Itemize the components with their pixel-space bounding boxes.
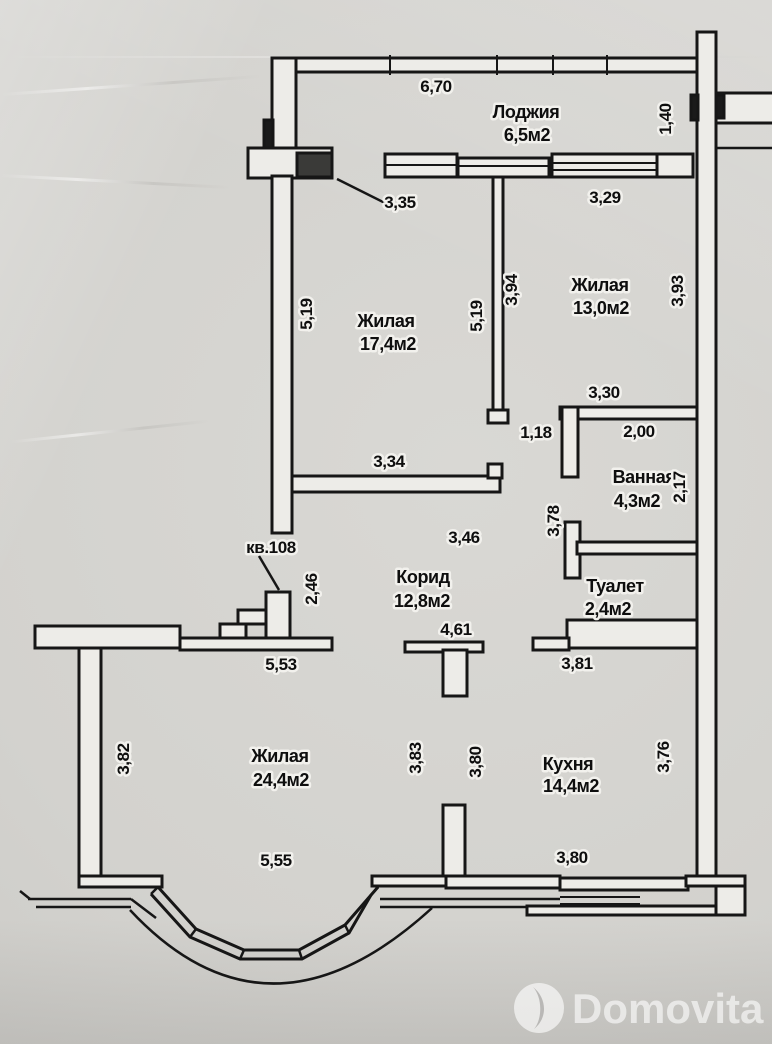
dim-entry-246: 2,46 <box>302 573 321 605</box>
dim-loggia-depth: 1,40 <box>656 103 675 135</box>
room-living2-name: Жилая <box>570 275 628 295</box>
dim-living3-left: 3,82 <box>114 743 133 775</box>
walls <box>33 30 772 917</box>
room-kitchen-name: Кухня <box>543 754 594 774</box>
domovita-logo-icon <box>514 983 564 1033</box>
room-living3-name: Жилая <box>250 746 308 766</box>
dim-wc-left: 3,78 <box>544 505 563 537</box>
apartment-number: кв.108 <box>246 538 296 557</box>
dim-wall-334: 3,34 <box>373 452 405 471</box>
dim-living3-top: 5,53 <box>265 655 297 674</box>
dim-living3-bottom: 5,55 <box>260 851 292 870</box>
dim-kitchen-bottom: 3,80 <box>556 848 588 867</box>
dim-living1-right: 5,19 <box>467 300 486 332</box>
room-corridor-area: 12,8м2 <box>394 591 450 611</box>
dim-living1-top: 3,35 <box>384 193 416 212</box>
dim-bath-offset: 3,30 <box>588 383 620 402</box>
dim-kitchen-right: 3,76 <box>654 741 673 773</box>
dim-corridor-346: 3,46 <box>448 528 480 547</box>
room-living3-area: 24,4м2 <box>253 770 309 790</box>
room-corridor-name: Корид <box>396 567 450 587</box>
dim-living2-left: 3,94 <box>502 273 521 305</box>
dim-living3-right: 3,83 <box>406 742 425 774</box>
room-bath-name: Ванная <box>613 467 676 487</box>
room-bath-area: 4,3м2 <box>614 491 661 511</box>
room-loggia-area: 6,5м2 <box>504 125 551 145</box>
room-living1-name: Жилая <box>356 311 414 331</box>
dim-kitchen-left: 3,80 <box>466 746 485 778</box>
dim-door-118: 1,18 <box>520 423 552 442</box>
room-living2-area: 13,0м2 <box>573 298 629 318</box>
dim-living2-top: 3,29 <box>589 188 621 207</box>
leader-lines <box>257 177 386 591</box>
room-kitchen-area: 14,4м2 <box>543 776 599 796</box>
domovita-watermark: Domovita <box>514 983 764 1033</box>
room-wc-name: Туалет <box>586 576 644 596</box>
dim-bath-width: 2,00 <box>623 422 655 441</box>
dim-top-width: 6,70 <box>420 77 452 96</box>
room-living1-area: 17,4м2 <box>360 334 416 354</box>
dim-living2-right: 3,93 <box>668 275 687 307</box>
room-loggia-name: Лоджия <box>493 102 560 122</box>
watermark-text: Domovita <box>572 985 764 1032</box>
dim-living1-left: 5,19 <box>297 298 316 330</box>
room-wc-area: 2,4м2 <box>585 599 632 619</box>
bay-window <box>19 885 560 985</box>
dim-corridor-461: 4,61 <box>440 620 472 639</box>
dim-bath-right: 2,17 <box>670 471 689 503</box>
dim-wc-bottom: 3,81 <box>561 654 593 673</box>
